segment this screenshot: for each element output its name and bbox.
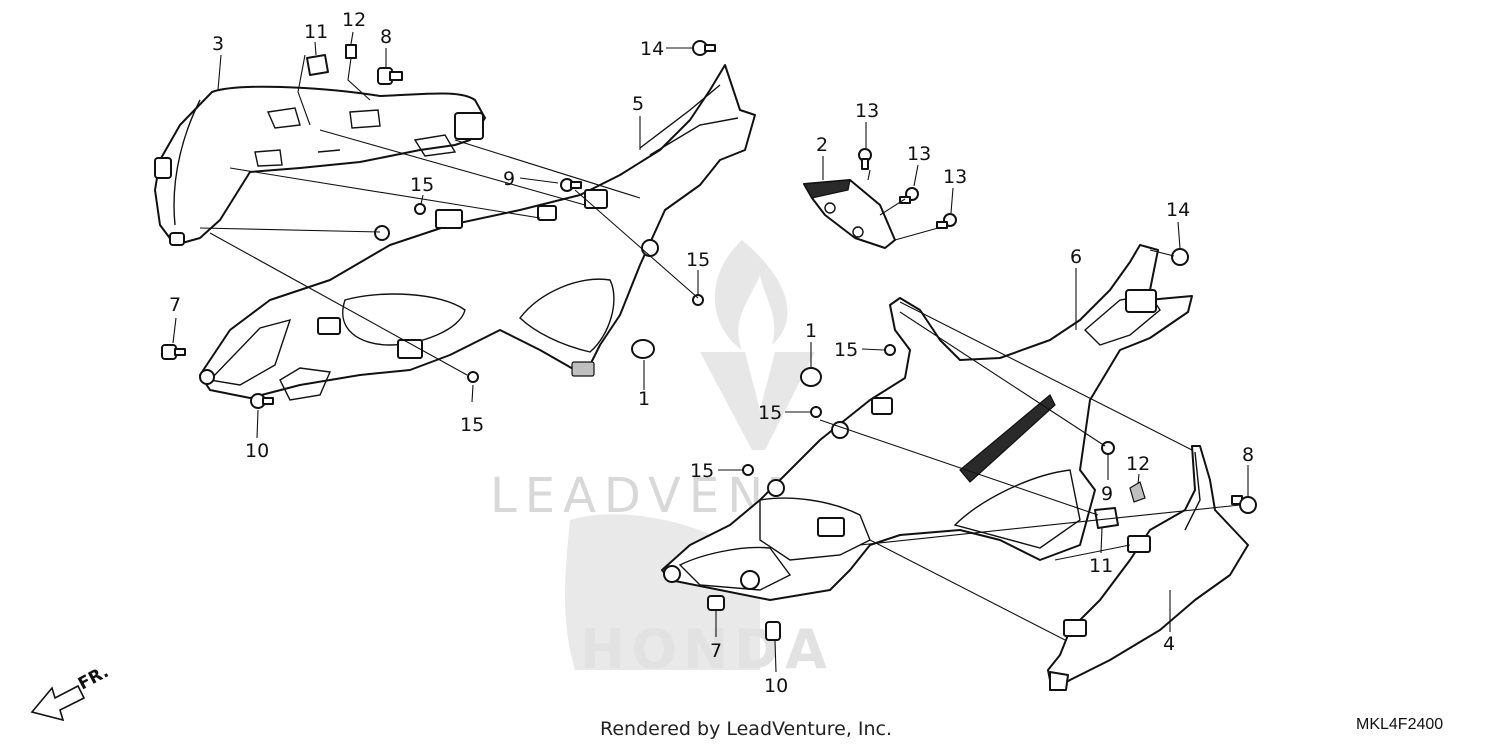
bolt-7a (161, 344, 186, 360)
callout-11-top: 11 (304, 21, 328, 43)
callout-11-right: 11 (1089, 555, 1113, 577)
screw-13b (899, 187, 919, 204)
screw-14a (692, 40, 716, 56)
diagram-code: MKL4F2400 (1356, 716, 1444, 733)
callout-3: 3 (212, 33, 224, 55)
leader-lines (172, 31, 1249, 673)
callouts: 3 11 12 8 14 5 9 15 15 7 15 10 1 2 13 13… (169, 9, 1254, 697)
screw-15b (692, 294, 704, 306)
callout-10-left: 10 (245, 440, 269, 462)
callout-15-b: 15 (686, 249, 710, 271)
callout-15-a: 15 (410, 174, 434, 196)
clip-12b (1129, 481, 1146, 503)
screw-15f (742, 464, 754, 476)
bolt-8b (1231, 495, 1257, 514)
screw-15c (467, 371, 479, 383)
part-2-bracket (803, 179, 896, 249)
part-4-side-panel (1047, 445, 1249, 691)
grommet-1b (800, 367, 822, 387)
bolt-7b (707, 595, 725, 611)
clip-nut-11b (1094, 507, 1119, 529)
callout-7-right: 7 (710, 640, 722, 662)
callout-12-top: 12 (342, 9, 366, 31)
callout-10-right: 10 (764, 675, 788, 697)
callout-5: 5 (632, 93, 644, 115)
front-direction-indicator: FR. (30, 662, 112, 722)
watermark-brand: HONDA (580, 618, 833, 681)
watermark-v-mark (700, 352, 815, 450)
callout-14-top: 14 (640, 38, 664, 60)
screw-15d (884, 344, 896, 356)
screw-13c (936, 213, 957, 229)
callout-9-top: 9 (503, 168, 515, 190)
callout-15-e: 15 (758, 402, 782, 424)
front-arrow-icon (30, 684, 86, 722)
callout-12-right: 12 (1126, 453, 1150, 475)
callout-9-right: 9 (1101, 483, 1113, 505)
screw-15a (414, 203, 426, 215)
callout-14-right: 14 (1166, 199, 1190, 221)
screw-15e (810, 406, 822, 418)
bolt-9a (560, 178, 582, 192)
grommet-1a (631, 339, 655, 359)
callout-2: 2 (816, 134, 828, 156)
callout-15-f: 15 (690, 460, 714, 482)
callout-13-a: 13 (855, 100, 879, 122)
callout-1-right: 1 (805, 320, 817, 342)
screw-13a (858, 148, 872, 170)
part-3-inner-panel (154, 85, 486, 246)
callout-6: 6 (1070, 246, 1082, 268)
watermark-flame (714, 240, 788, 350)
callout-8-top: 8 (380, 26, 392, 48)
clip-nut-11a (306, 54, 329, 76)
callout-13-c: 13 (943, 166, 967, 188)
callout-15-c: 15 (460, 414, 484, 436)
callout-4: 4 (1163, 633, 1175, 655)
rivet-10a (250, 393, 274, 409)
fasteners (161, 40, 1257, 641)
callout-13-b: 13 (907, 143, 931, 165)
rivet-10b (765, 621, 781, 641)
screw-14b (1171, 248, 1189, 266)
part-6-main-cowl (661, 244, 1193, 601)
bolt-8a (377, 67, 403, 85)
render-credit: Rendered by LeadVenture, Inc. (600, 718, 893, 740)
callout-8-right: 8 (1242, 444, 1254, 466)
bolt-9b (1101, 441, 1115, 455)
clip-12a (345, 44, 357, 59)
callout-7-left: 7 (169, 294, 181, 316)
callout-1-left: 1 (638, 388, 650, 410)
callout-15-d: 15 (834, 339, 858, 361)
